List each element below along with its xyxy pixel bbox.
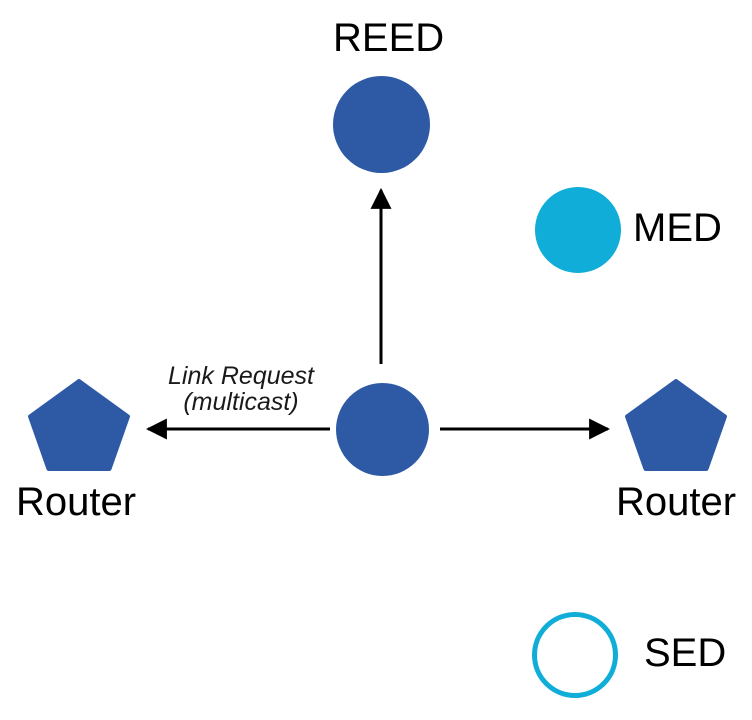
link-request-label: Link Request (multicast) — [160, 363, 322, 415]
router-right-label: Router — [616, 480, 737, 524]
router-right-node[interactable] — [625, 379, 727, 471]
med-node[interactable] — [535, 187, 621, 273]
reed-node[interactable] — [333, 76, 430, 173]
link-request-line1: Link Request — [168, 362, 314, 390]
link-request-line2: (multicast) — [183, 388, 299, 416]
reed-label: REED — [333, 16, 445, 60]
sed-label: SED — [644, 631, 727, 675]
source-router-node[interactable] — [336, 383, 429, 476]
sed-node[interactable] — [532, 612, 618, 698]
router-left-node[interactable] — [28, 379, 130, 471]
router-left-label: Router — [16, 480, 137, 524]
med-label: MED — [633, 206, 722, 250]
